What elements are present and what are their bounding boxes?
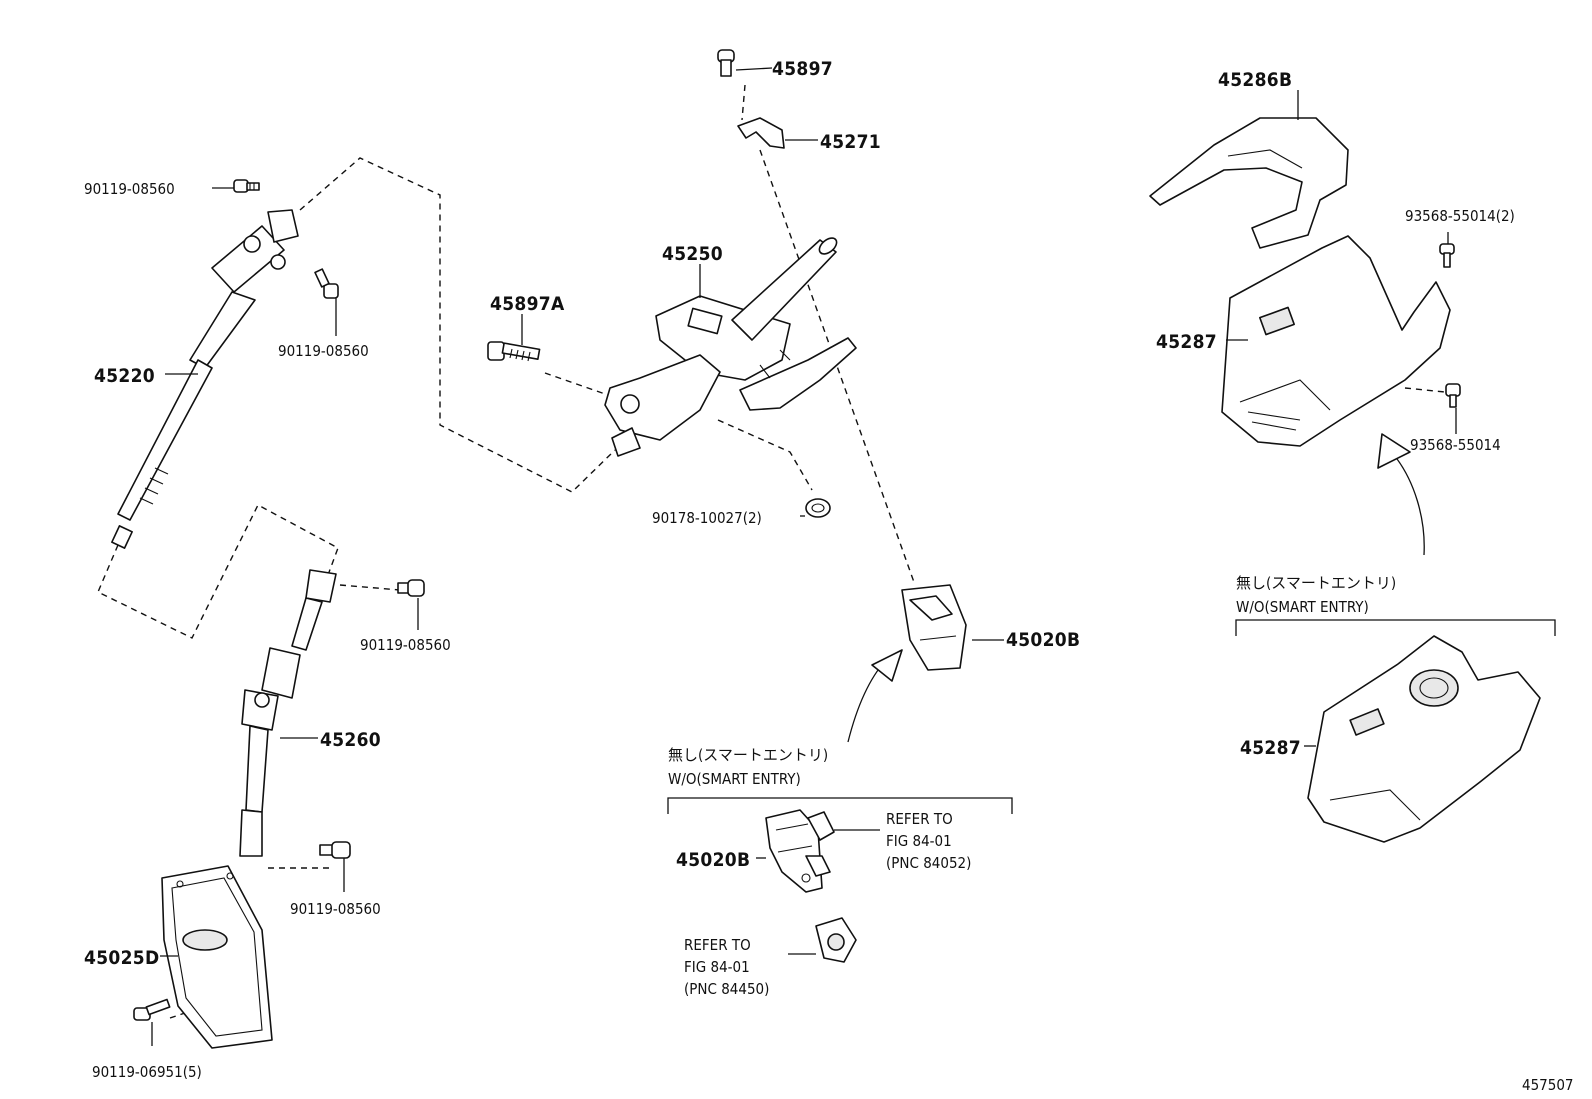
- clamp-45271[interactable]: [737, 117, 785, 149]
- lower-column-cover-45287-top[interactable]: [1221, 235, 1451, 447]
- label-45287-top: 45287: [1156, 331, 1217, 353]
- steering-column-45250[interactable]: [604, 235, 857, 457]
- ref2-line1: REFER TO: [684, 936, 751, 954]
- label-45020B-mid: 45020B: [676, 849, 750, 871]
- connection-lines: [97, 84, 1446, 1019]
- label-90119-08560-b: 90119-08560: [278, 342, 369, 360]
- switch-84052[interactable]: [807, 811, 835, 841]
- bolt-90119-08560-a[interactable]: [233, 179, 260, 193]
- switch-84450[interactable]: [815, 917, 857, 963]
- ref2-line3: (PNC 84450): [684, 980, 769, 998]
- steering-lock-45020B-top[interactable]: [901, 584, 967, 671]
- label-90178-10027: 90178-10027(2): [652, 509, 762, 527]
- ref1-line2: FIG 84-01: [886, 832, 952, 850]
- nut-90178-10027[interactable]: [805, 498, 831, 518]
- ref2-line2: FIG 84-01: [684, 958, 750, 976]
- label-45286B: 45286B: [1218, 69, 1292, 91]
- ref1-line3: (PNC 84052): [886, 854, 971, 872]
- label-45897A: 45897A: [490, 293, 565, 315]
- label-93568-55014: 93568-55014: [1410, 436, 1501, 454]
- bolt-90119-06951[interactable]: [133, 998, 171, 1021]
- hole-cover-45025D[interactable]: [161, 865, 273, 1049]
- label-90119-06951: 90119-06951(5): [92, 1063, 202, 1081]
- note-jp-right: 無し(スマートエントリ): [1236, 574, 1396, 592]
- notes: 無し(スマートエントリ) W/O(SMART ENTRY) 無し(スマートエント…: [668, 574, 1574, 1094]
- note-en-right: W/O(SMART ENTRY): [1236, 598, 1369, 616]
- bracket-mid: [667, 797, 1013, 814]
- label-45260: 45260: [320, 729, 381, 751]
- note-en-mid: W/O(SMART ENTRY): [668, 770, 801, 788]
- arrow-mid: [847, 649, 903, 743]
- lock-assembly-45020B-mid[interactable]: [765, 809, 831, 893]
- label-45897: 45897: [772, 58, 833, 80]
- label-45220: 45220: [94, 365, 155, 387]
- label-45020B-top: 45020B: [1006, 629, 1080, 651]
- lower-column-cover-45287-bottom[interactable]: [1307, 635, 1541, 843]
- intermediate-shaft-45220[interactable]: [111, 209, 299, 549]
- label-93568-55014-2: 93568-55014(2): [1405, 207, 1515, 225]
- bracket-right: [1235, 619, 1556, 636]
- lower-shaft-45260[interactable]: [239, 569, 337, 857]
- bolt-90119-08560-b[interactable]: [314, 268, 339, 299]
- label-90119-08560-d: 90119-08560: [290, 900, 381, 918]
- upper-column-cover-45286B[interactable]: [1149, 117, 1349, 249]
- part-labels: 45897 45271 45250 45897A 90178-10027(2) …: [84, 58, 1515, 1081]
- note-jp-mid: 無し(スマートエントリ): [668, 746, 828, 764]
- label-45025D: 45025D: [84, 947, 159, 969]
- screw-93568-55014[interactable]: [1445, 383, 1461, 408]
- leader-lines: [151, 67, 1457, 1046]
- bolt-90119-08560-c[interactable]: [397, 579, 425, 597]
- label-90119-08560-a: 90119-08560: [84, 180, 175, 198]
- ref1-line1: REFER TO: [886, 810, 953, 828]
- label-45287-bottom: 45287: [1240, 737, 1301, 759]
- screw-93568-55014-2[interactable]: [1439, 243, 1455, 268]
- label-45271: 45271: [820, 131, 881, 153]
- bolt-90119-08560-d[interactable]: [319, 841, 351, 859]
- bolt-45897[interactable]: [717, 49, 735, 77]
- diagram-id: 457507: [1522, 1076, 1574, 1094]
- label-90119-08560-c: 90119-08560: [360, 636, 451, 654]
- bolt-45897A[interactable]: [487, 341, 541, 362]
- arrow-right: [1377, 433, 1425, 556]
- label-45250: 45250: [662, 243, 723, 265]
